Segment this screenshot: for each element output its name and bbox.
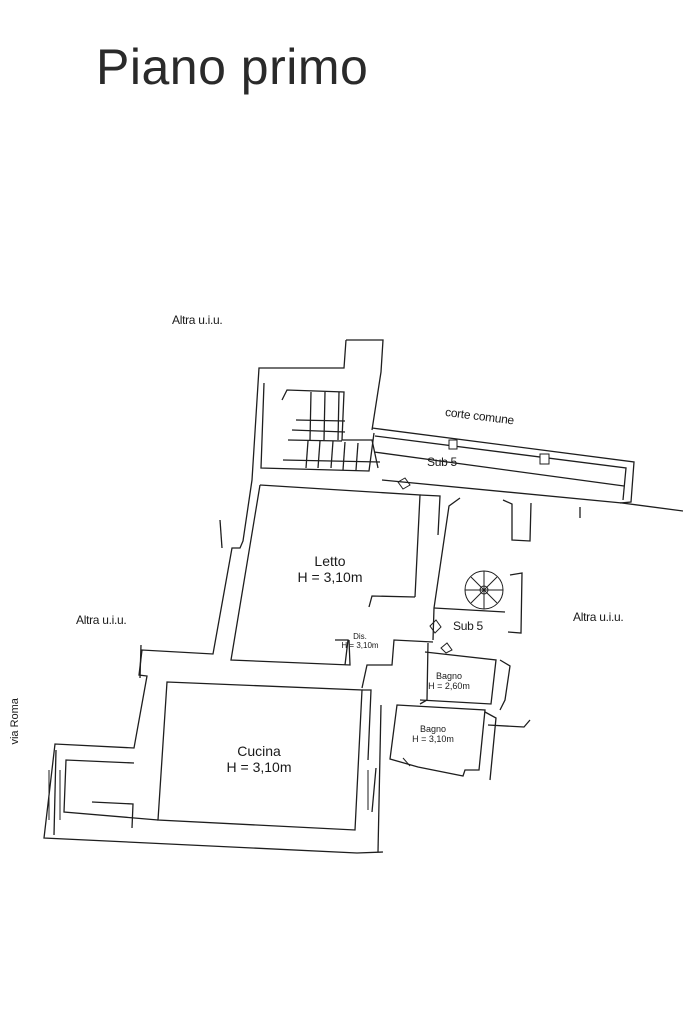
room-name: Dis. (353, 632, 367, 641)
sub-label-top: Sub 5 (427, 455, 457, 469)
room-height: H = 3,10m (297, 569, 363, 586)
plan-walls (43, 339, 683, 854)
room-name: Letto (314, 553, 346, 569)
door-arrow-icon (440, 642, 453, 654)
door-arrow-icon (429, 619, 442, 634)
room-bagno-1: Bagno H = 2,60m (425, 671, 473, 692)
room-height: H = 3,10m (412, 734, 454, 745)
room-letto: Letto H = 3,10m (290, 553, 370, 585)
room-disimpegno: Dis. H = 3,10m (340, 632, 380, 650)
room-cucina: Cucina H = 3,10m (214, 743, 304, 775)
room-height: H = 3,10m (226, 759, 292, 776)
street-label: via Roma (8, 698, 21, 745)
room-height: H = 3,10m (341, 641, 379, 651)
neighbor-label-top: Altra u.i.u. (172, 313, 223, 327)
room-height: H = 2,60m (428, 681, 470, 692)
neighbor-label-left: Altra u.i.u. (76, 613, 127, 627)
door-arrow-icon (397, 477, 411, 490)
room-name: Bagno (419, 724, 447, 734)
neighbor-label-right: Altra u.i.u. (573, 610, 624, 624)
room-name: Cucina (237, 743, 281, 759)
room-bagno-2: Bagno H = 3,10m (408, 724, 458, 745)
plan-details (48, 439, 550, 820)
page-title: Piano primo (96, 39, 369, 95)
sub-label-mid: Sub 5 (453, 619, 483, 633)
room-name: Bagno (435, 671, 463, 681)
